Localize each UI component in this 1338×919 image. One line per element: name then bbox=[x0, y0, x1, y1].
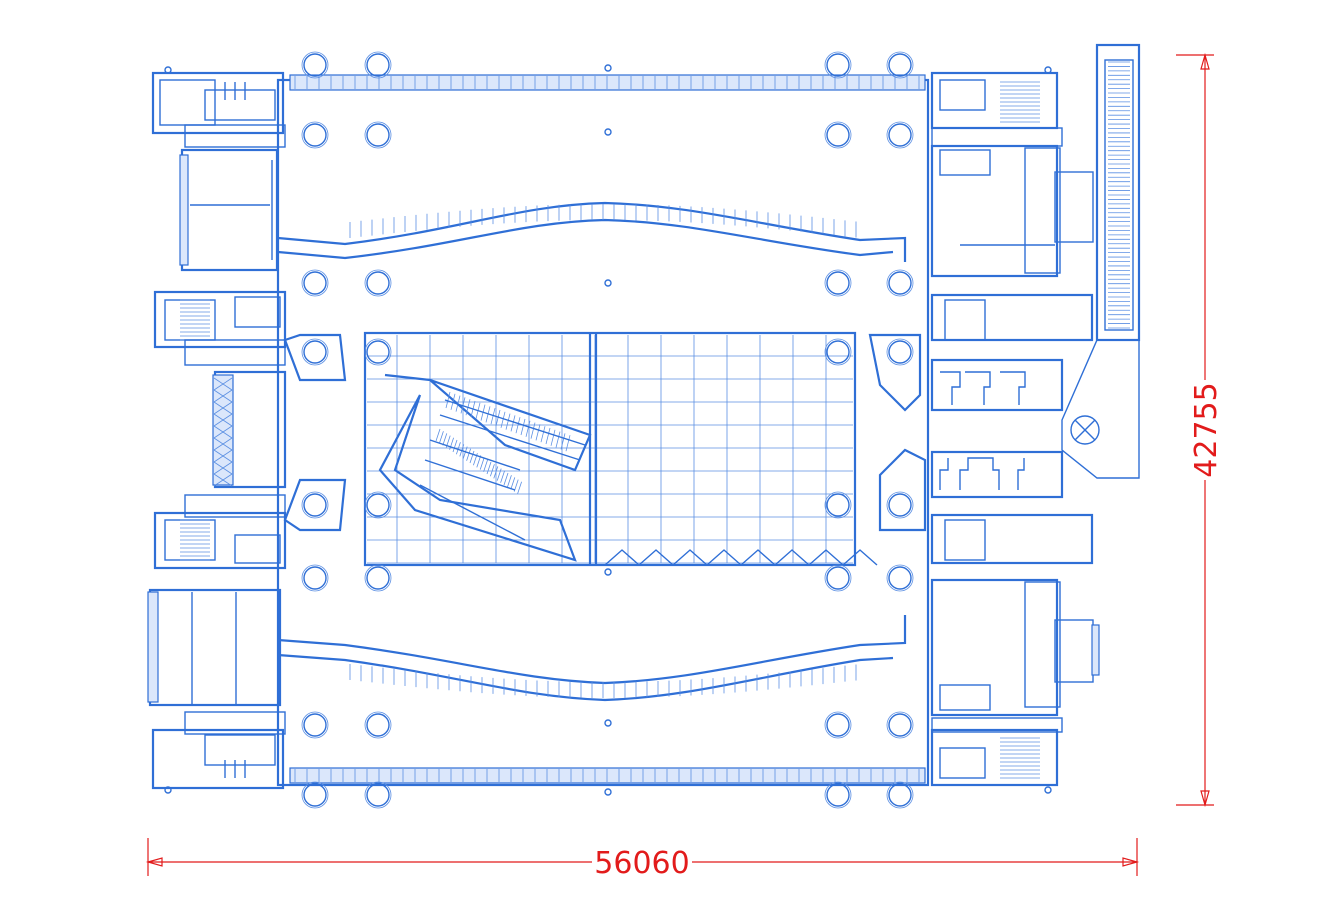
building-outline bbox=[276, 74, 930, 787]
height-dimension-label: 42755 bbox=[1189, 382, 1224, 477]
central-escalators bbox=[378, 373, 592, 562]
height-dimension: 42755 bbox=[1176, 52, 1224, 808]
right-wing bbox=[930, 71, 1100, 787]
width-dimension-label: 56060 bbox=[594, 846, 689, 881]
curved-walkways bbox=[277, 201, 907, 702]
columns bbox=[164, 51, 1052, 809]
long-escalator bbox=[1061, 43, 1141, 479]
central-atrium bbox=[283, 331, 927, 567]
left-wing bbox=[147, 71, 287, 790]
width-dimension: 56060 bbox=[145, 838, 1140, 881]
